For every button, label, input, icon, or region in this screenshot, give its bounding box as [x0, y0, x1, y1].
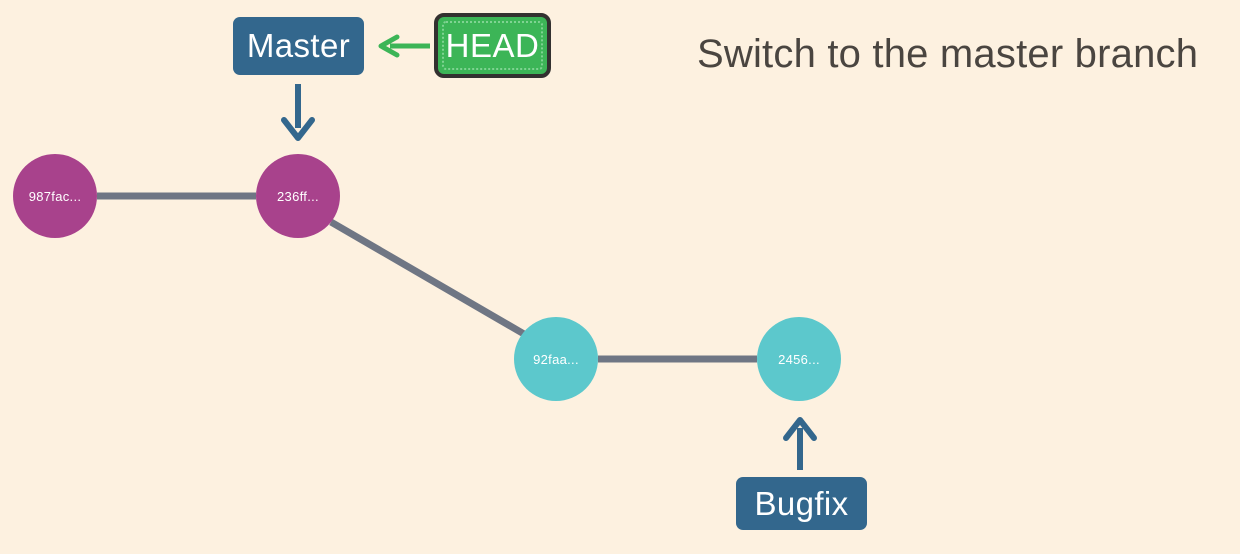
page-title: Switch to the master branch	[697, 32, 1199, 76]
branch-label-master[interactable]: Master	[233, 17, 364, 75]
commit-node-label: 987fac...	[28, 188, 82, 204]
commit-node-236ff[interactable]: 236ff...	[256, 154, 340, 238]
head-badge-label: HEAD	[445, 26, 540, 64]
commit-node-2456[interactable]: 2456...	[757, 317, 841, 401]
commit-node-label: 236ff...	[277, 188, 319, 204]
arrow-down-icon	[281, 84, 315, 141]
branch-label-bugfix[interactable]: Bugfix	[736, 477, 867, 530]
branch-label-text: Bugfix	[754, 484, 849, 522]
arrow-up-icon	[783, 417, 817, 470]
head-badge[interactable]: HEAD	[434, 13, 551, 78]
commit-node-92faa[interactable]: 92faa...	[514, 317, 598, 401]
commit-node-987fac[interactable]: 987fac...	[13, 154, 97, 238]
branch-label-text: Master	[246, 27, 351, 64]
commit-node-label: 2456...	[778, 351, 820, 367]
edge-c2-c3	[329, 218, 526, 338]
commit-node-label: 92faa...	[533, 351, 579, 367]
arrow-left-icon	[378, 34, 430, 58]
